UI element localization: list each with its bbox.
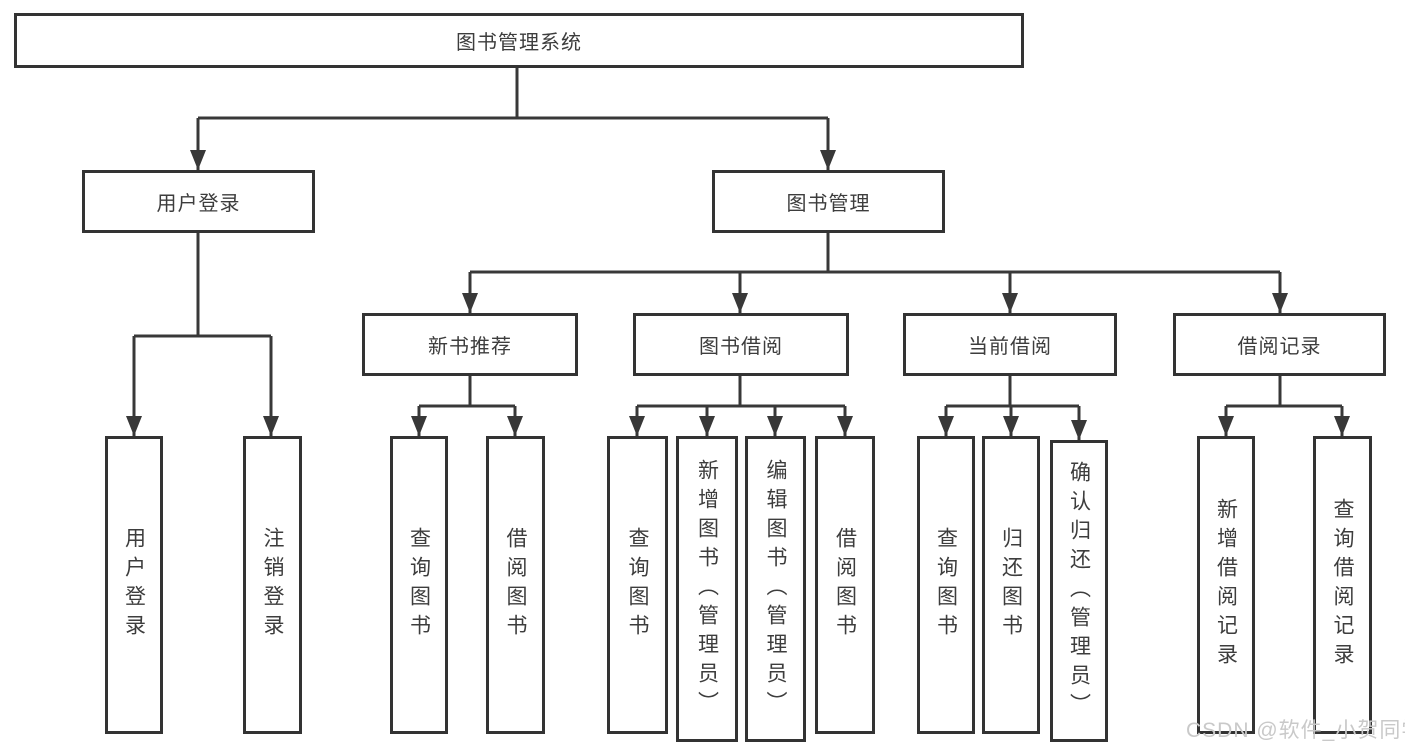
node-label: 图书管理系统 bbox=[456, 32, 582, 54]
node-label: 新书推荐 bbox=[428, 336, 512, 358]
leaf-edit-books-admin: 编辑图书（管理员） bbox=[745, 436, 806, 742]
node-label: 用户登录 bbox=[122, 527, 146, 643]
node-label: 编辑图书（管理员） bbox=[764, 458, 787, 720]
leaf-add-borrow-record: 新增借阅记录 bbox=[1197, 436, 1255, 734]
node-label: 新增借阅记录 bbox=[1214, 498, 1238, 672]
node-label: 查询图书 bbox=[626, 527, 649, 643]
leaf-query-books-borrow: 查询图书 bbox=[607, 436, 668, 734]
node-label: 借阅图书 bbox=[504, 527, 527, 643]
node-label: 归还图书 bbox=[999, 527, 1023, 643]
node-label: 用户登录 bbox=[156, 193, 241, 215]
node-new-book-recommend: 新书推荐 bbox=[362, 313, 578, 376]
node-user-login-branch: 用户登录 bbox=[82, 170, 315, 233]
leaf-query-books-recommend: 查询图书 bbox=[390, 436, 448, 734]
node-label: 确认归还（管理员） bbox=[1067, 460, 1091, 722]
csdn-watermark: CSDN @软件_小贺同学 bbox=[1186, 719, 1405, 742]
node-label: 查询借阅记录 bbox=[1331, 498, 1354, 672]
leaf-confirm-return-admin: 确认归还（管理员） bbox=[1050, 440, 1108, 742]
node-label: 新增图书（管理员） bbox=[695, 458, 719, 720]
node-book-management-branch: 图书管理 bbox=[712, 170, 945, 233]
leaf-add-books-admin: 新增图书（管理员） bbox=[676, 436, 738, 742]
leaf-borrow-books: 借阅图书 bbox=[815, 436, 875, 734]
node-label: 图书借阅 bbox=[699, 336, 783, 358]
leaf-query-borrow-record: 查询借阅记录 bbox=[1313, 436, 1372, 734]
node-label: 借阅图书 bbox=[833, 527, 857, 643]
node-borrow-records: 借阅记录 bbox=[1173, 313, 1386, 376]
node-current-borrow: 当前借阅 bbox=[903, 313, 1117, 376]
leaf-borrow-books-recommend: 借阅图书 bbox=[486, 436, 545, 734]
node-label: 当前借阅 bbox=[968, 336, 1052, 358]
node-label: 图书管理 bbox=[786, 193, 871, 215]
leaf-logout-login: 注销登录 bbox=[243, 436, 302, 734]
node-library-management-system: 图书管理系统 bbox=[14, 13, 1024, 68]
leaf-return-books: 归还图书 bbox=[982, 436, 1040, 734]
leaf-user-login: 用户登录 bbox=[105, 436, 163, 734]
node-label: 借阅记录 bbox=[1237, 336, 1322, 358]
leaf-query-books-current: 查询图书 bbox=[917, 436, 975, 734]
node-book-borrow: 图书借阅 bbox=[633, 313, 849, 376]
node-label: 查询图书 bbox=[407, 527, 431, 643]
node-label: 查询图书 bbox=[934, 527, 958, 643]
node-label: 注销登录 bbox=[261, 527, 284, 643]
